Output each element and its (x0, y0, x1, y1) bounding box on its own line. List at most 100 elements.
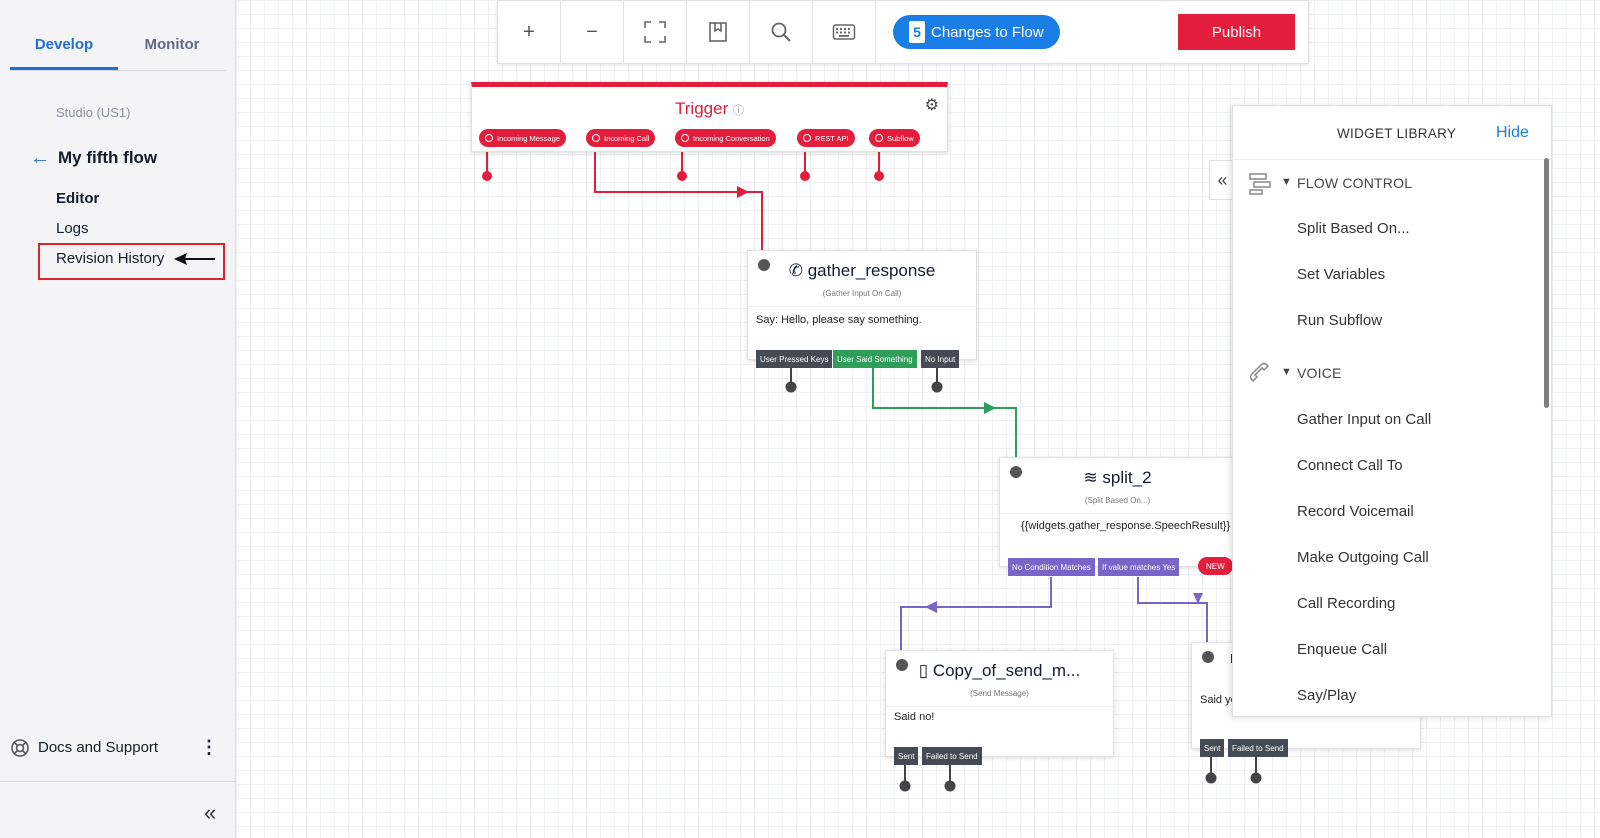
trigger-title-row: Trigger ⓘ (472, 99, 947, 119)
input-connector[interactable] (758, 259, 770, 271)
back-arrow-icon[interactable]: ← (30, 147, 50, 169)
library-item-gather-input-on-call[interactable]: Gather Input on Call (1297, 411, 1432, 428)
library-item-connect-call-to[interactable]: Connect Call To (1297, 457, 1403, 474)
phone-icon: ✆ (788, 261, 803, 280)
nav-logs[interactable]: Logs (56, 220, 89, 237)
output-no-condition-matches[interactable]: No Condition Matches (1008, 558, 1095, 576)
input-connector[interactable] (1202, 651, 1214, 663)
section-flow-control[interactable]: ▼ FLOW CONTROL (1233, 168, 1551, 198)
library-item-split-based-on[interactable]: Split Based On... (1297, 220, 1410, 237)
split-2-widget[interactable]: ≋ split_2 (Split Based On...) {{widgets.… (999, 457, 1236, 576)
library-item-say-play[interactable]: Say/Play (1297, 687, 1357, 704)
canvas-toolbar: + − 5 Changes to Flow Publish (497, 0, 1309, 64)
search-button[interactable] (750, 0, 813, 64)
widget-divider (1000, 513, 1235, 514)
hide-library-link[interactable]: Hide (1496, 124, 1529, 141)
library-item-call-recording[interactable]: Call Recording (1297, 595, 1396, 612)
fit-to-screen-button[interactable] (624, 0, 687, 64)
library-title: WIDGET LIBRARY (1337, 126, 1457, 141)
output-failed-to-send[interactable]: Failed to Send (1228, 739, 1288, 757)
widget-library-panel: WIDGET LIBRARY Hide ▼ FLOW CONTROL Split… (1232, 105, 1552, 717)
phone-icon (1249, 362, 1270, 383)
changes-label: Changes to Flow (931, 23, 1044, 41)
zoom-out-button[interactable]: − (561, 0, 624, 64)
widget-title-row: ▯ Copy_of_send_m... (886, 661, 1113, 681)
trigger-rest-api[interactable]: REST API (797, 129, 855, 147)
flow-title-row: ← My fifth flow (30, 148, 157, 168)
zoom-in-button[interactable]: + (498, 0, 561, 64)
output-sent[interactable]: Sent (1200, 739, 1225, 757)
widget-body: Said ye (1200, 694, 1237, 706)
docs-and-support[interactable]: Docs and Support ⋮ (10, 737, 226, 758)
keyboard-shortcuts-button[interactable] (813, 0, 876, 64)
trigger-title: Trigger (675, 99, 729, 118)
collapse-sidebar-icon[interactable]: « (204, 800, 217, 825)
widget-title: split_2 (1102, 468, 1152, 487)
flow-title: My fifth flow (58, 148, 158, 167)
caret-down-icon: ▼ (1281, 366, 1292, 378)
library-scrollbar[interactable] (1544, 158, 1549, 408)
widget-subtitle: (Send Message) (970, 689, 1029, 698)
tab-develop[interactable]: Develop (10, 28, 118, 70)
widget-body: {{widgets.gather_response.SpeechResult}} (1021, 520, 1231, 532)
trigger-widget[interactable]: Trigger ⓘ ⚙ Incoming Message Incoming Ca… (471, 82, 948, 152)
section-name: VOICE (1297, 365, 1342, 381)
section-name: FLOW CONTROL (1297, 175, 1413, 191)
revision-history-highlight-box (38, 243, 225, 280)
widget-title: Copy_of_send_m... (932, 661, 1081, 680)
split-icon: ≋ (1083, 468, 1098, 487)
nav-revision-history[interactable]: Revision History (56, 250, 165, 267)
tab-monitor[interactable]: Monitor (144, 36, 200, 53)
output-no-input[interactable]: No Input (921, 350, 960, 368)
widget-divider (748, 306, 976, 307)
gather-response-widget[interactable]: ✆ gather_response (Gather Input On Call)… (747, 250, 977, 368)
library-item-run-subflow[interactable]: Run Subflow (1297, 312, 1383, 329)
docs-label: Docs and Support (38, 739, 159, 756)
widget-title: gather_response (807, 261, 936, 280)
output-sent[interactable]: Sent (894, 747, 919, 765)
expand-icon (644, 21, 666, 43)
output-user-said-something[interactable]: User Said Something (833, 350, 917, 368)
section-voice[interactable]: ▼ VOICE (1233, 358, 1551, 388)
collapse-library-icon[interactable]: « (1209, 160, 1235, 200)
studio-region: Studio (US1) (56, 105, 131, 120)
input-connector[interactable] (896, 659, 908, 671)
changes-count-badge: 5 (909, 21, 925, 43)
search-icon (771, 22, 791, 42)
library-item-enqueue-call[interactable]: Enqueue Call (1297, 641, 1388, 658)
output-new-button[interactable]: NEW (1198, 557, 1233, 575)
trigger-subflow[interactable]: Subflow (869, 129, 920, 147)
copy-of-send-message-widget[interactable]: ▯ Copy_of_send_m... (Send Message) Said … (885, 650, 1114, 765)
widget-title-row: ≋ split_2 (1000, 468, 1235, 488)
sidebar-tabs: Develop Monitor (10, 28, 226, 71)
settings-gear-icon[interactable]: ⚙ (924, 97, 939, 114)
widget-subtitle: (Split Based On...) (1084, 496, 1151, 505)
pointer-arrow-icon (174, 253, 215, 265)
input-connector[interactable] (1010, 466, 1022, 478)
library-item-make-outgoing-call[interactable]: Make Outgoing Call (1297, 549, 1429, 566)
publish-button[interactable]: Publish (1178, 14, 1295, 50)
help-icon[interactable]: ⓘ (732, 105, 744, 117)
widget-divider (886, 706, 1113, 707)
widget-body: Say: Hello, please say something. (756, 314, 922, 326)
caret-down-icon: ▼ (1281, 176, 1292, 188)
sidebar-divider (0, 781, 236, 782)
notes-icon (709, 22, 727, 42)
library-item-record-voicemail[interactable]: Record Voicemail (1297, 503, 1414, 520)
trigger-incoming-message[interactable]: Incoming Message (479, 129, 566, 147)
changes-to-flow-button[interactable]: 5 Changes to Flow (893, 15, 1060, 49)
output-if-value-matches-yes[interactable]: If value matches Yes (1098, 558, 1180, 576)
keyboard-icon (832, 24, 856, 40)
trigger-incoming-call[interactable]: Incoming Call (586, 129, 656, 147)
lifebuoy-icon (11, 738, 29, 757)
nav-editor[interactable]: Editor (56, 190, 100, 207)
library-item-set-variables[interactable]: Set Variables (1297, 266, 1386, 283)
more-options-icon[interactable]: ⋮ (200, 737, 218, 757)
output-failed-to-send[interactable]: Failed to Send (922, 747, 982, 765)
sidebar: Develop Monitor Studio (US1) ← My fifth … (0, 0, 236, 838)
output-user-pressed-keys[interactable]: User Pressed Keys (756, 350, 833, 368)
trigger-incoming-conversation[interactable]: Incoming Conversation (675, 129, 776, 147)
bookmark-button[interactable] (687, 0, 750, 64)
widget-body: Said no! (894, 711, 935, 723)
message-icon: ▯ (918, 661, 929, 680)
